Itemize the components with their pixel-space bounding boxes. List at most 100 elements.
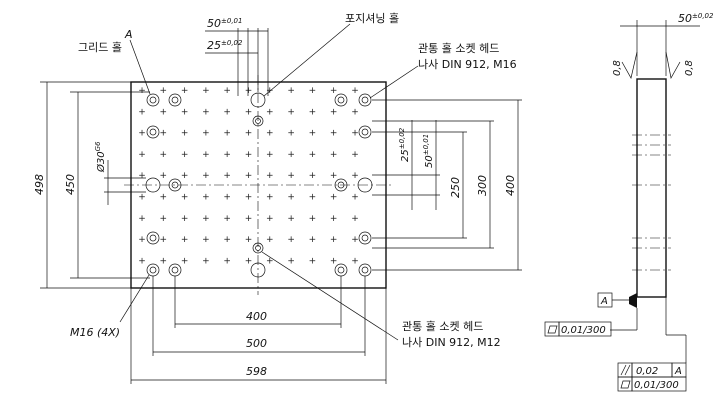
grid-hole-mark: +: [287, 256, 295, 266]
grid-hole-mark: +: [287, 129, 295, 139]
grid-hole-mark: +: [223, 171, 231, 181]
grid-hole-mark: +: [202, 214, 210, 224]
grid-hole-mark: +: [202, 150, 210, 160]
positioning-holes: [145, 92, 373, 278]
grid-hole-mark: +: [351, 214, 359, 224]
dim-bottom-500: 500: [246, 337, 267, 350]
label-positioning-hole: 포지셔닝 홀: [345, 12, 399, 25]
hole-m12-bottom-inner: [255, 245, 261, 251]
hole-m16-bl2: [168, 263, 182, 277]
grid-hole-mark: +: [245, 171, 253, 181]
bottom-dimensions: 400 500 598: [130, 276, 387, 384]
grid-hole-mark: +: [160, 86, 168, 96]
hole-m16-tl-inner: [149, 96, 157, 104]
grid-hole-mark: +: [181, 86, 189, 96]
grid-hole-mark: +: [287, 214, 295, 224]
parallel-datum: A: [674, 366, 682, 377]
hole-m16-tl: [146, 93, 160, 107]
datum-triangle: [629, 293, 637, 308]
grid-hole-mark: +: [351, 150, 359, 160]
grid-hole-mark: +: [351, 107, 359, 117]
positioning-hole-top: [250, 92, 266, 108]
grid-hole-mark: +: [223, 107, 231, 117]
grid-hole-mark: +: [202, 129, 210, 139]
leader-m16-count: [119, 274, 150, 323]
flatness-bottom: 0,01/300: [561, 325, 606, 336]
dim-right-25: 25±0,02: [398, 127, 411, 162]
hole-m16-tl2: [168, 93, 182, 107]
grid-hole-mark: +: [138, 214, 146, 224]
label-m16-count: M16 (4X): [70, 326, 120, 339]
grid-hole-mark: +: [330, 107, 338, 117]
leaders: A 그리드 홀 포지셔닝 홀 관통 홀 소켓 헤드 나사 DIN 912, M1…: [70, 12, 517, 349]
grid-hole-mark: +: [181, 256, 189, 266]
hole-m16-tl2-inner: [171, 96, 179, 104]
grid-hole-mark: +: [160, 214, 168, 224]
hole-m16-cr: [334, 178, 348, 192]
grid-hole-mark: +: [181, 107, 189, 117]
leader-grid: [129, 39, 151, 95]
grid-hole-mark: +: [287, 150, 295, 160]
grid-hole-mark: +: [202, 171, 210, 181]
dim-right-300: 300: [476, 175, 489, 196]
grid-hole-mark: +: [160, 129, 168, 139]
grid-hole-mark: +: [309, 86, 317, 96]
grid-hole-mark: +: [245, 214, 253, 224]
hole-m16-l1-inner: [149, 128, 157, 136]
socket-holes-m16: [146, 93, 372, 277]
grid-hole-mark: +: [351, 193, 359, 203]
hole-m16-br: [334, 263, 348, 277]
grid-hole-mark: +: [287, 107, 295, 117]
hole-m12-top-inner: [255, 118, 261, 124]
hole-m16-br-inner: [337, 266, 345, 274]
grid-hole-mark: +: [245, 150, 253, 160]
hole-m16-tr-inner: [337, 96, 345, 104]
grid-hole-mark: +: [309, 150, 317, 160]
hole-m16-l2-inner: [149, 234, 157, 242]
grid-hole-mark: +: [330, 86, 338, 96]
grid-hole-mark: +: [160, 171, 168, 181]
dim-top-50: 50±0,01: [207, 17, 242, 30]
grid-hole-mark: +: [202, 235, 210, 245]
socket-holes-m12: [252, 115, 264, 254]
grid-hole-mark: +: [138, 150, 146, 160]
grid-hole-mark: +: [309, 235, 317, 245]
grid-hole-mark: +: [138, 86, 146, 96]
hole-m16-l1: [146, 125, 160, 139]
left-dimensions: 498 450 Ø30G6: [33, 81, 150, 289]
top-dimensions: 50±0,01 25±0,02: [205, 17, 269, 96]
hole-m16-l2: [146, 231, 160, 245]
grid-hole-mark: +: [351, 86, 359, 96]
parallel-symbol-1: [620, 364, 627, 376]
datum-a-label: A: [600, 296, 608, 307]
grid-hole-mark: +: [266, 193, 274, 203]
grid-hole-mark: +: [245, 235, 253, 245]
hole-m16-cl-inner: [171, 181, 179, 189]
grid-hole-mark: +: [138, 256, 146, 266]
leader-m16: [369, 65, 419, 99]
hole-m16-bl: [146, 263, 160, 277]
grid-hole-mark: +: [309, 193, 317, 203]
hole-m16-bl-inner: [149, 266, 157, 274]
label-m16-line1: 관통 홀 소켓 헤드: [418, 42, 499, 55]
grid-hole-mark: +: [138, 107, 146, 117]
dim-bottom-598: 598: [246, 365, 267, 378]
plate-front-view: + + + + + + + + + + + + + + + + + + + + + + + + + + + + + + + + + + + + + + + +…: [124, 75, 393, 295]
label-m12-line2: 나사 DIN 912, M12: [402, 336, 501, 349]
grid-hole-mark: +: [181, 129, 189, 139]
grid-hole-mark: +: [266, 214, 274, 224]
grid-hole-mark: +: [181, 193, 189, 203]
hole-m16-r1: [358, 125, 372, 139]
grid-hole-mark: +: [287, 86, 295, 96]
dim-bottom-400: 400: [246, 310, 267, 323]
flatness-symbol-t: [620, 380, 631, 389]
leader-m12: [261, 251, 399, 341]
grid-hole-mark: +: [309, 107, 317, 117]
roughness-right: 0,8: [684, 60, 695, 76]
hole-m16-r1-inner: [361, 128, 369, 136]
parallel-symbol-2: [624, 364, 631, 376]
dim-right-400: 400: [504, 175, 517, 196]
grid-hole-mark: +: [160, 150, 168, 160]
roughness-symbol-left: [621, 51, 638, 79]
